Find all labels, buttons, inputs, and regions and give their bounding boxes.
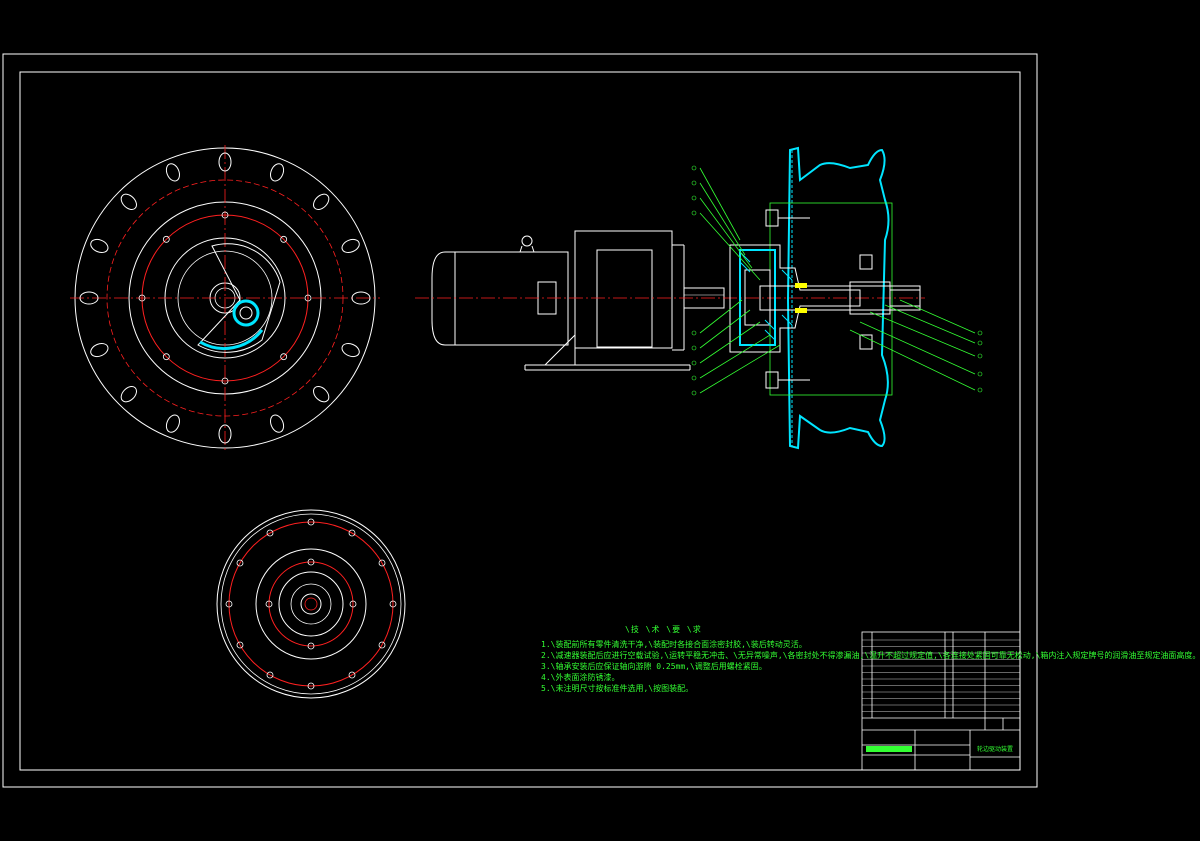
flange-bolt-hole [304, 294, 312, 302]
title-stamp-mark [866, 746, 912, 752]
hub-section-view [729, 146, 921, 450]
small-flange-inner-hole [265, 600, 273, 608]
flange-outer-hole [120, 193, 137, 210]
small-flange-outer-hole [389, 600, 397, 608]
leader-balloon [977, 353, 983, 359]
leader-balloon [977, 330, 983, 336]
leader-line [699, 197, 753, 269]
small-flange-outer-hole [236, 641, 244, 649]
leader-balloon [691, 180, 697, 186]
flange-outer-hole [351, 291, 371, 305]
title-block-rows [862, 639, 1020, 712]
small-flange-inner-hole [307, 558, 315, 566]
leader-balloon [691, 330, 697, 336]
leader-line [899, 299, 976, 334]
small-flange-outer-hole [266, 529, 274, 537]
small-flange-outer-hole [307, 518, 315, 526]
flange-outer-hole [341, 238, 360, 253]
small-flange-holes [225, 518, 397, 690]
flange-outer-hole [270, 414, 285, 433]
small-flange-outer-hole [378, 641, 386, 649]
flange-outer-hole [165, 163, 180, 182]
flange-bolt-hole [280, 235, 288, 243]
leader-line [869, 311, 976, 357]
leader-balloon [977, 387, 983, 393]
flange-outer-hole [270, 163, 285, 182]
motor-gearbox-side-view [431, 230, 725, 371]
small-flange-outer-hole [266, 671, 274, 679]
leader-balloon [691, 375, 697, 381]
leader-balloon [691, 345, 697, 351]
leader-line [884, 304, 976, 344]
flange-outer-hole [218, 424, 232, 444]
flange-bolt-hole [280, 353, 288, 361]
leader-balloon [691, 360, 697, 366]
drawing-title: 轮边驱动装置 [977, 745, 1013, 753]
small-flange-view [216, 509, 406, 699]
small-flange-outer-hole [348, 671, 356, 679]
small-flange-outer-hole [307, 682, 315, 690]
technical-note-4: 4.\外表面涂防锈漆。 [541, 673, 620, 682]
flange-outer-hole [165, 414, 180, 433]
flange-bolt-hole [221, 211, 229, 219]
flange-outer-hole [79, 291, 99, 305]
small-flange-outer-hole [236, 559, 244, 567]
leader-line [699, 321, 761, 364]
flange-outer-hole [120, 386, 137, 403]
leader-balloon [691, 390, 697, 396]
flange-outer-hole [341, 343, 360, 358]
outer-sheet-border [2, 53, 1038, 788]
small-flange-inner-hole [349, 600, 357, 608]
small-flange-inner-hole [307, 642, 315, 650]
small-flange-outer-hole [225, 600, 233, 608]
flange-bolt-hole [162, 235, 170, 243]
flange-outer-hole [90, 343, 109, 358]
flange-bolt-hole [162, 353, 170, 361]
leader-line [699, 309, 751, 349]
technical-note-5: 5.\未注明尺寸按标准件选用,\按图装配。 [541, 684, 694, 693]
technical-note-3: 3.\轴承安装后应保证轴向游隙 0.25mm,\调整后用螺栓紧固。 [541, 662, 767, 671]
technical-note-1: 1.\装配前所有零件清洗干净,\装配时各接合面涂密封胶,\装后转动灵活。 [541, 640, 807, 649]
flange-outer-hole [218, 152, 232, 172]
flange-bolt-hole [138, 294, 146, 302]
leader-line [699, 182, 746, 256]
technical-note-2: 2.\减速器装配后应进行空载试验,\运转平稳无冲击、\无异常噪声,\各密封处不得… [541, 651, 1200, 660]
leader-balloon [691, 210, 697, 216]
leader-balloon [977, 371, 983, 377]
inner-drawing-frame [19, 71, 1021, 771]
technical-notes-title: \技 \术 \要 \求 [625, 625, 702, 634]
leader-line [699, 344, 781, 394]
small-flange-outer-hole [378, 559, 386, 567]
leader-balloon [691, 195, 697, 201]
flange-front-view [70, 145, 380, 452]
flange-bolt-holes [79, 152, 371, 444]
flange-outer-hole [313, 193, 330, 210]
flange-outer-hole [313, 386, 330, 403]
leader-line [699, 334, 771, 379]
leader-line [699, 167, 741, 241]
flange-outer-hole [90, 238, 109, 253]
leader-line [859, 321, 976, 375]
leader-balloon [977, 340, 983, 346]
leader-line [849, 329, 976, 391]
small-flange-outer-hole [348, 529, 356, 537]
part-leader-lines [691, 165, 983, 396]
leader-balloon [691, 165, 697, 171]
leader-line [699, 299, 743, 334]
flange-bolt-hole [221, 377, 229, 385]
leader-line [699, 212, 761, 281]
technical-notes: \技 \术 \要 \求 1.\装配前所有零件清洗干净,\装配时各接合面涂密封胶,… [541, 624, 1200, 694]
